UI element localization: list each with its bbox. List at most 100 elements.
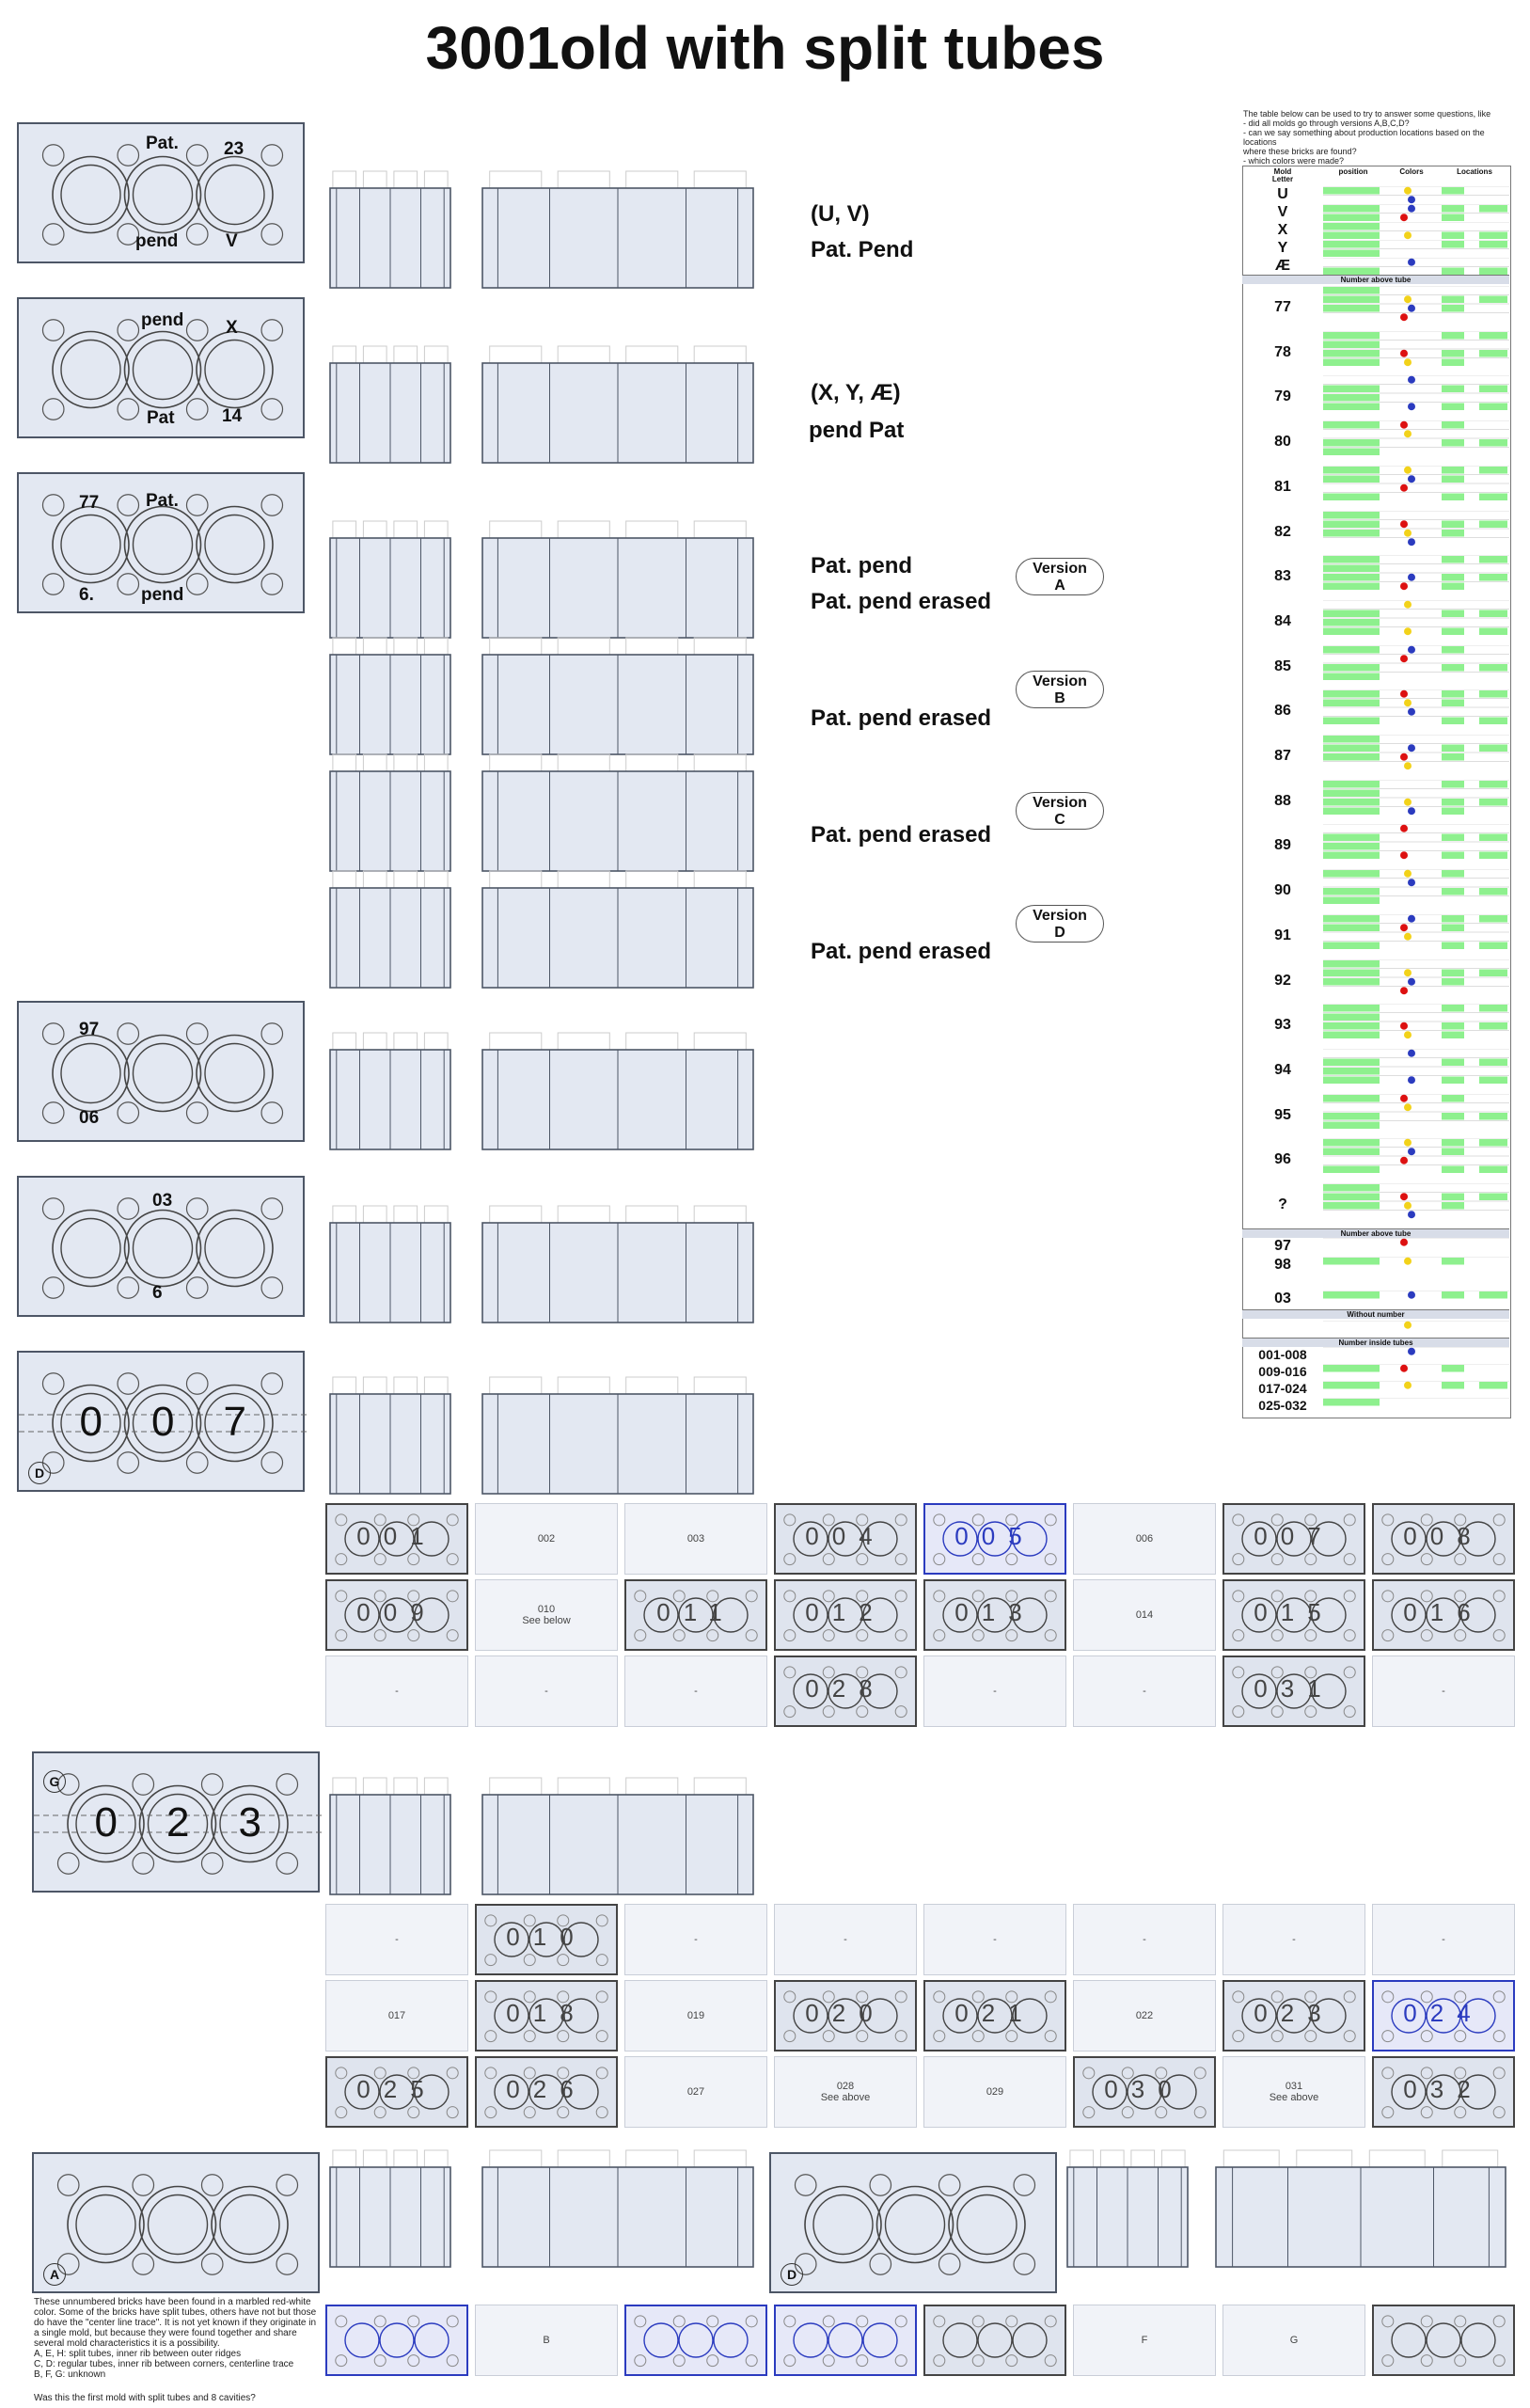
brick-label: Pat. — [146, 491, 179, 511]
grid-cell: 003 — [624, 1503, 767, 1575]
table-mold-letter: U — [1277, 186, 1288, 202]
table-mold-number: 78 — [1274, 343, 1291, 360]
brick-side-view — [329, 1777, 451, 1895]
grid-brick-label: 032 — [1403, 2075, 1484, 2103]
brick-side-view — [329, 170, 451, 289]
brick-label: 6 — [152, 1283, 163, 1303]
table-rows — [1323, 1093, 1509, 1129]
table-header: Mold — [1273, 167, 1292, 176]
brick-top-view: D — [769, 2152, 1057, 2293]
corner-letter: G — [43, 1770, 66, 1793]
table-rows — [1323, 1004, 1509, 1039]
grid-cell: - — [774, 1904, 917, 1975]
brick-top-view — [17, 472, 305, 613]
brick-side-view — [481, 170, 754, 289]
brick-side-view — [329, 1205, 451, 1323]
grid-cell: F — [1073, 2305, 1216, 2376]
grid-cell: - — [1073, 1904, 1216, 1975]
table-rows — [1323, 599, 1509, 636]
table-rows — [1323, 222, 1509, 240]
grid-brick-label: 009 — [356, 1598, 437, 1626]
brick-side-view — [329, 2149, 451, 2268]
brick-digit: 0 — [94, 1799, 118, 1846]
brick-label: 23 — [224, 139, 244, 159]
table-mold-number: 83 — [1274, 568, 1291, 585]
table-rows — [1323, 465, 1509, 500]
grid-cell: G — [1222, 2305, 1365, 2376]
table-mold-number: 84 — [1274, 612, 1291, 629]
grid-brick-label: 016 — [1403, 1598, 1484, 1626]
grid-brick — [774, 2305, 917, 2376]
grid-brick-label: 025 — [356, 2075, 437, 2103]
grid-brick: 026 — [475, 2056, 618, 2128]
table-mold-letter: X — [1277, 222, 1288, 238]
grid-brick-label: 023 — [1254, 1999, 1334, 2027]
brick-top-view — [17, 297, 305, 438]
brick-top-view: A — [32, 2152, 320, 2293]
brick-label: X — [226, 318, 238, 338]
note-uv: (U, V) — [811, 201, 870, 227]
table-mold-number: 82 — [1274, 523, 1291, 540]
grid-brick: 001 — [325, 1503, 468, 1575]
corner-letter: D — [28, 1462, 51, 1484]
table-rows — [1323, 510, 1509, 546]
table-mold-number: ? — [1278, 1196, 1287, 1212]
grid-brick-label: 030 — [1104, 2075, 1185, 2103]
grid-brick: 023 — [1222, 1980, 1365, 2052]
table-rows — [1323, 330, 1509, 366]
grid-cell: B — [475, 2305, 618, 2376]
brick-digit: 0 — [151, 1399, 175, 1445]
table-mold-number: 80 — [1274, 434, 1291, 451]
grid-brick: 011 — [624, 1579, 767, 1651]
corner-letter: A — [43, 2263, 66, 2286]
brick-side-view — [481, 1376, 754, 1495]
table-rows — [1323, 1321, 1509, 1329]
table-rows — [1323, 204, 1509, 222]
grid-brick: 020 — [774, 1980, 917, 2052]
table-rows — [1323, 735, 1509, 770]
grid-brick-label: 028 — [805, 1674, 886, 1703]
grid-brick-label: 007 — [1254, 1522, 1334, 1550]
grid-cell: 029 — [923, 2056, 1066, 2128]
brick-side-view — [1066, 2149, 1189, 2268]
footnote-question: Was this the first mold with split tubes… — [34, 2393, 256, 2403]
brick-side-view — [329, 753, 451, 872]
table-mold-number: 03 — [1274, 1291, 1291, 1307]
table-mold-number: 97 — [1274, 1238, 1291, 1254]
brick-label: Pat. — [146, 134, 179, 153]
grid-cell: - — [1222, 1904, 1365, 1975]
grid-brick-label: 031 — [1254, 1674, 1334, 1703]
brick-label: pend — [135, 231, 179, 251]
brick-side-view — [481, 1777, 754, 1895]
grid-cell: 031 See above — [1222, 2056, 1365, 2128]
brick-top-view — [17, 1176, 305, 1317]
table-rows — [1323, 1048, 1509, 1085]
brick-side-view — [481, 520, 754, 639]
table-rows — [1323, 240, 1509, 257]
table-section: Number above tube — [1242, 275, 1509, 284]
grid-brick-label: 026 — [506, 2075, 587, 2103]
table-rows — [1323, 186, 1509, 204]
brick-side-view — [329, 1376, 451, 1495]
brick-top-view — [17, 122, 305, 263]
grid-brick-label: 008 — [1403, 1522, 1484, 1550]
table-rows — [1323, 824, 1509, 860]
grid-brick-label: 011 — [656, 1598, 735, 1626]
grid-brick — [1372, 2305, 1515, 2376]
table-mold-number: 96 — [1274, 1151, 1291, 1168]
grid-brick: 015 — [1222, 1579, 1365, 1651]
grid-brick: 024 — [1372, 1980, 1515, 2052]
brick-side-view — [329, 345, 451, 464]
table-mold-range: 009-016 — [1258, 1364, 1307, 1379]
brick-label: 6. — [79, 585, 94, 605]
table-rows — [1323, 869, 1509, 905]
grid-brick: 032 — [1372, 2056, 1515, 2128]
brick-label: V — [226, 231, 238, 251]
note-pend-pat: pend Pat — [809, 418, 905, 443]
grid-cell: - — [1372, 1904, 1515, 1975]
grid-brick: 025 — [325, 2056, 468, 2128]
